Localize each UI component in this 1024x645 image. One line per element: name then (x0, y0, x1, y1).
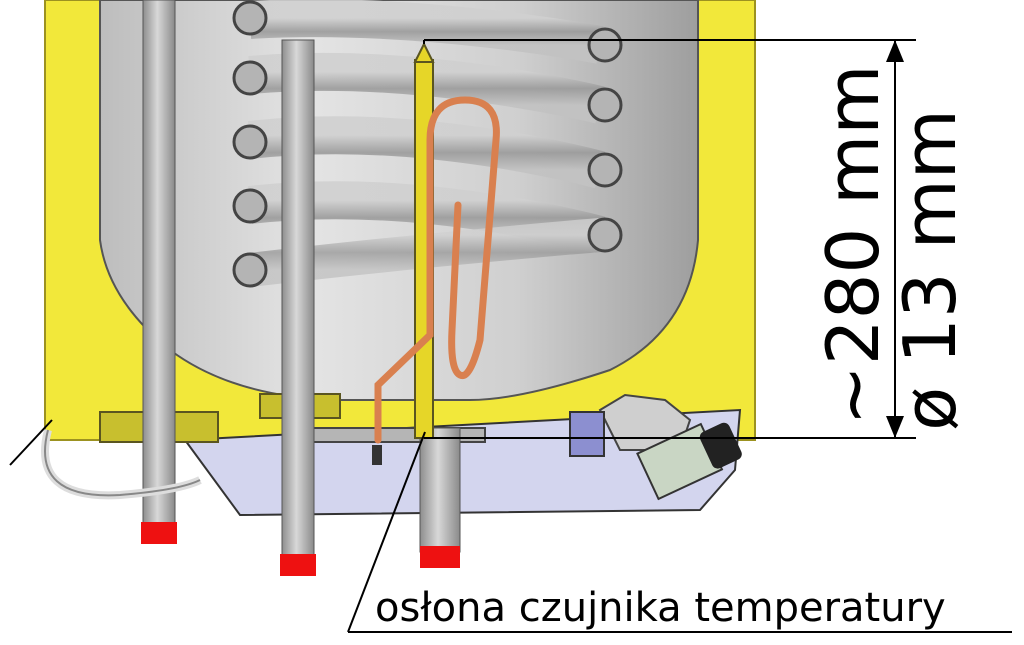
capillary-tube (372, 96, 500, 465)
pipes (142, 0, 461, 561)
diameter-label: ø 13 mm (888, 109, 972, 431)
dimension-labels: ~280 mm ø 13 mm (811, 65, 972, 431)
dimension-lines (424, 39, 916, 439)
caption-label: osłona czujnika temperatury (375, 585, 946, 631)
length-label: ~280 mm (811, 65, 895, 426)
caption-group: osłona czujnika temperatury (347, 431, 1012, 633)
thermostat-housing (569, 393, 742, 501)
cable (9, 419, 202, 500)
pipe-caps (141, 522, 460, 576)
